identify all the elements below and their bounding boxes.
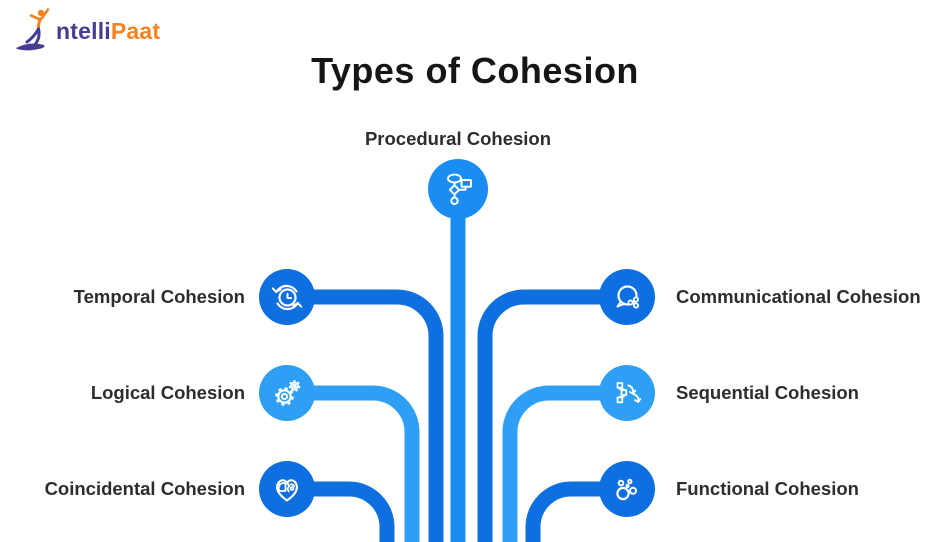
brand-text-primary: ntelli: [56, 17, 111, 44]
label-communicational-cohesion: Communicational Cohesion: [676, 286, 921, 307]
pipe-temporal: [287, 289, 444, 542]
label-logical-cohesion: Logical Cohesion: [90, 382, 245, 403]
pipe-logical: [287, 385, 420, 542]
gears-icon: [275, 380, 301, 406]
logo-person-icon: [16, 8, 50, 51]
bubbles-icon: [616, 478, 637, 501]
node-communicational: [599, 269, 655, 325]
sequence-arrows-icon: [616, 382, 642, 404]
flowchart-icon: [447, 173, 472, 206]
pipe-communicational: [477, 289, 627, 542]
brain-heart-icon: [276, 479, 298, 502]
label-sequential-cohesion: Sequential Cohesion: [676, 382, 859, 403]
pipe-coincidental: [287, 481, 395, 542]
chat-share-icon: [616, 285, 639, 309]
node-logical: [259, 365, 315, 421]
brand-text-secondary: Paat: [110, 17, 161, 44]
label-temporal-cohesion: Temporal Cohesion: [73, 286, 245, 307]
pipe-functional: [525, 481, 627, 542]
clock-sync-icon: [271, 284, 303, 311]
brand-logo: ntelliPaat: [14, 6, 160, 54]
pipe-sequential: [502, 385, 627, 542]
label-functional-cohesion: Functional Cohesion: [676, 478, 859, 499]
brand-name: ntelliPaat: [56, 18, 160, 45]
page-title: Types of Cohesion: [311, 50, 639, 91]
pipes: [287, 190, 627, 542]
label-procedural-cohesion: Procedural Cohesion: [364, 128, 552, 149]
label-coincidental-cohesion: Coincidental Cohesion: [44, 478, 245, 499]
